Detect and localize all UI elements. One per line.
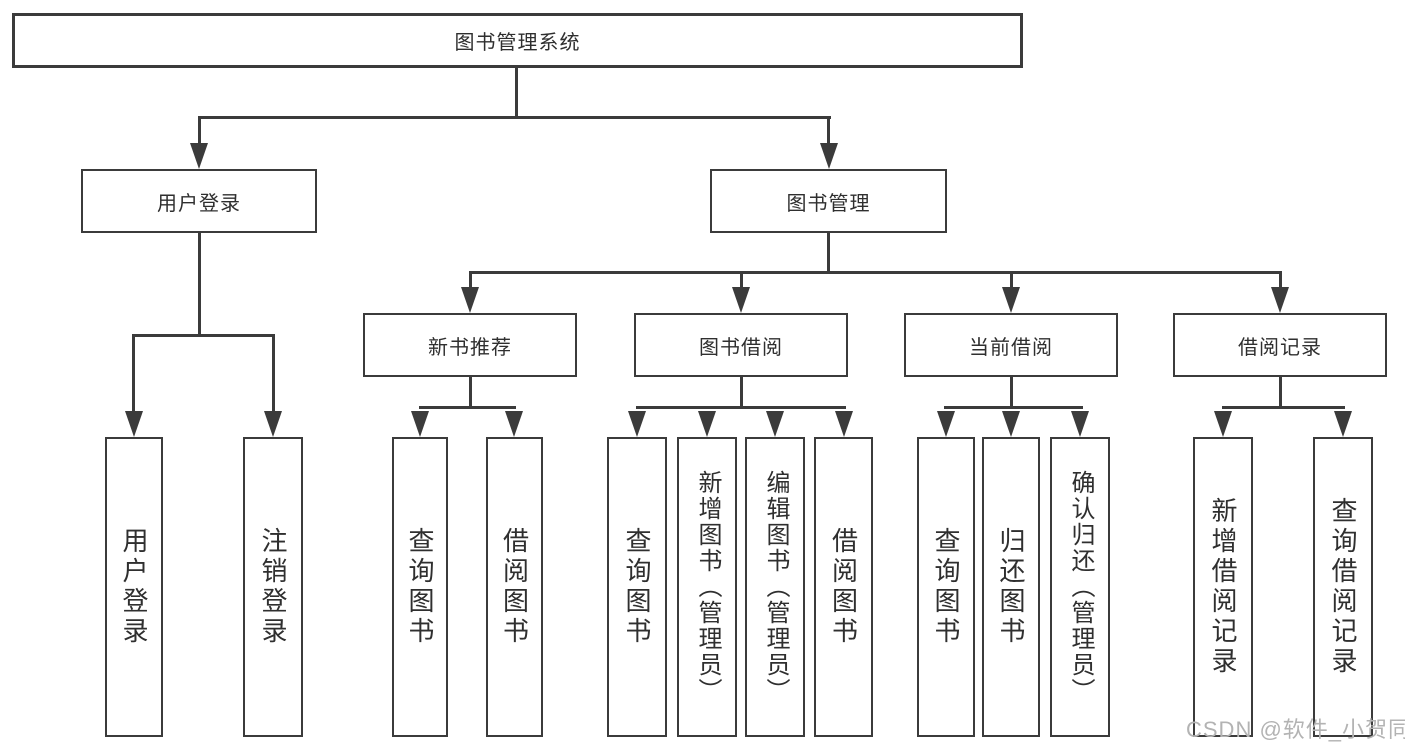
connector-line [1010, 377, 1013, 409]
leaf-logout-label: 注销登录 [258, 527, 288, 647]
arrow-down-icon [766, 411, 784, 437]
arrow-down-icon [505, 411, 523, 437]
arrow-down-icon [1002, 287, 1020, 313]
leaf-return-books-label: 归还图书 [996, 527, 1026, 647]
watermark: CSDN @软件_小贺同学 [1186, 717, 1405, 742]
leaf-confirm-return-admin: 确认归还（管理员） [1050, 437, 1110, 737]
leaf-query-borrow-record: 查询借阅记录 [1313, 437, 1373, 737]
arrow-down-icon [190, 143, 208, 169]
connector-line [132, 334, 275, 337]
node-book-management-label: 图书管理 [786, 192, 871, 215]
leaf-borrow-books-1: 借阅图书 [486, 437, 543, 737]
leaf-return-books: 归还图书 [982, 437, 1040, 737]
arrow-down-icon [461, 287, 479, 313]
node-user-login-label: 用户登录 [157, 192, 241, 215]
node-new-book-recommend: 新书推荐 [363, 313, 577, 377]
connector-line [740, 377, 743, 409]
connector-line [469, 271, 1282, 274]
leaf-borrow-books-1-label: 借阅图书 [499, 527, 530, 647]
arrow-down-icon [1214, 411, 1232, 437]
leaf-logout: 注销登录 [243, 437, 303, 737]
arrow-down-icon [937, 411, 955, 437]
leaf-edit-books-admin-label: 编辑图书（管理员） [762, 470, 789, 704]
connector-line [944, 406, 1083, 409]
arrow-down-icon [1071, 411, 1089, 437]
node-user-login: 用户登录 [81, 169, 317, 233]
arrow-down-icon [628, 411, 646, 437]
leaf-edit-books-admin: 编辑图书（管理员） [745, 437, 805, 737]
connector-line [419, 406, 516, 409]
connector-line [132, 334, 135, 413]
leaf-add-borrow-record: 新增借阅记录 [1193, 437, 1253, 737]
arrow-down-icon [1334, 411, 1352, 437]
node-new-book-recommend-label: 新书推荐 [428, 336, 512, 359]
node-library-system-label: 图书管理系统 [454, 32, 581, 54]
node-library-system: 图书管理系统 [12, 13, 1023, 68]
connector-line [1222, 406, 1345, 409]
leaf-add-books-admin-label: 新增图书（管理员） [694, 470, 721, 704]
connector-line [198, 233, 201, 337]
leaf-query-books-2: 查询图书 [607, 437, 667, 737]
connector-line [1010, 271, 1013, 289]
leaf-user-login-label: 用户登录 [119, 527, 149, 647]
arrow-down-icon [264, 411, 282, 437]
connector-line [469, 271, 472, 289]
leaf-user-login: 用户登录 [105, 437, 163, 737]
leaf-query-books-3: 查询图书 [917, 437, 975, 737]
arrow-down-icon [820, 143, 838, 169]
node-book-borrowing-label: 图书借阅 [699, 336, 783, 359]
arrow-down-icon [1002, 411, 1020, 437]
arrow-down-icon [125, 411, 143, 437]
arrow-down-icon [698, 411, 716, 437]
leaf-query-books-1-label: 查询图书 [405, 527, 435, 647]
connector-line [198, 116, 201, 145]
node-borrow-records-label: 借阅记录 [1238, 336, 1322, 359]
arrow-down-icon [411, 411, 429, 437]
connector-line [1279, 271, 1282, 289]
leaf-query-books-2-label: 查询图书 [622, 527, 652, 647]
leaf-borrow-books-2-label: 借阅图书 [828, 527, 859, 647]
connector-line [515, 68, 518, 119]
node-book-borrowing: 图书借阅 [634, 313, 848, 377]
connector-line [636, 406, 846, 409]
arrow-down-icon [835, 411, 853, 437]
leaf-add-borrow-record-label: 新增借阅记录 [1208, 497, 1238, 677]
node-current-borrowing-label: 当前借阅 [969, 336, 1053, 359]
arrow-down-icon [1271, 287, 1289, 313]
connector-line [827, 233, 830, 274]
connector-line [827, 116, 830, 145]
connector-line [740, 271, 743, 289]
leaf-borrow-books-2: 借阅图书 [814, 437, 873, 737]
leaf-query-books-3-label: 查询图书 [931, 527, 961, 647]
leaf-query-borrow-record-label: 查询借阅记录 [1328, 497, 1358, 677]
node-current-borrowing: 当前借阅 [904, 313, 1118, 377]
node-book-management: 图书管理 [710, 169, 947, 233]
connector-line [1279, 377, 1282, 409]
connector-line [198, 116, 831, 119]
leaf-query-books-1: 查询图书 [392, 437, 448, 737]
connector-line [272, 334, 275, 413]
connector-line [469, 377, 472, 409]
leaf-confirm-return-admin-label: 确认归还（管理员） [1067, 470, 1094, 704]
node-borrow-records: 借阅记录 [1173, 313, 1387, 377]
arrow-down-icon [732, 287, 750, 313]
leaf-add-books-admin: 新增图书（管理员） [677, 437, 737, 737]
